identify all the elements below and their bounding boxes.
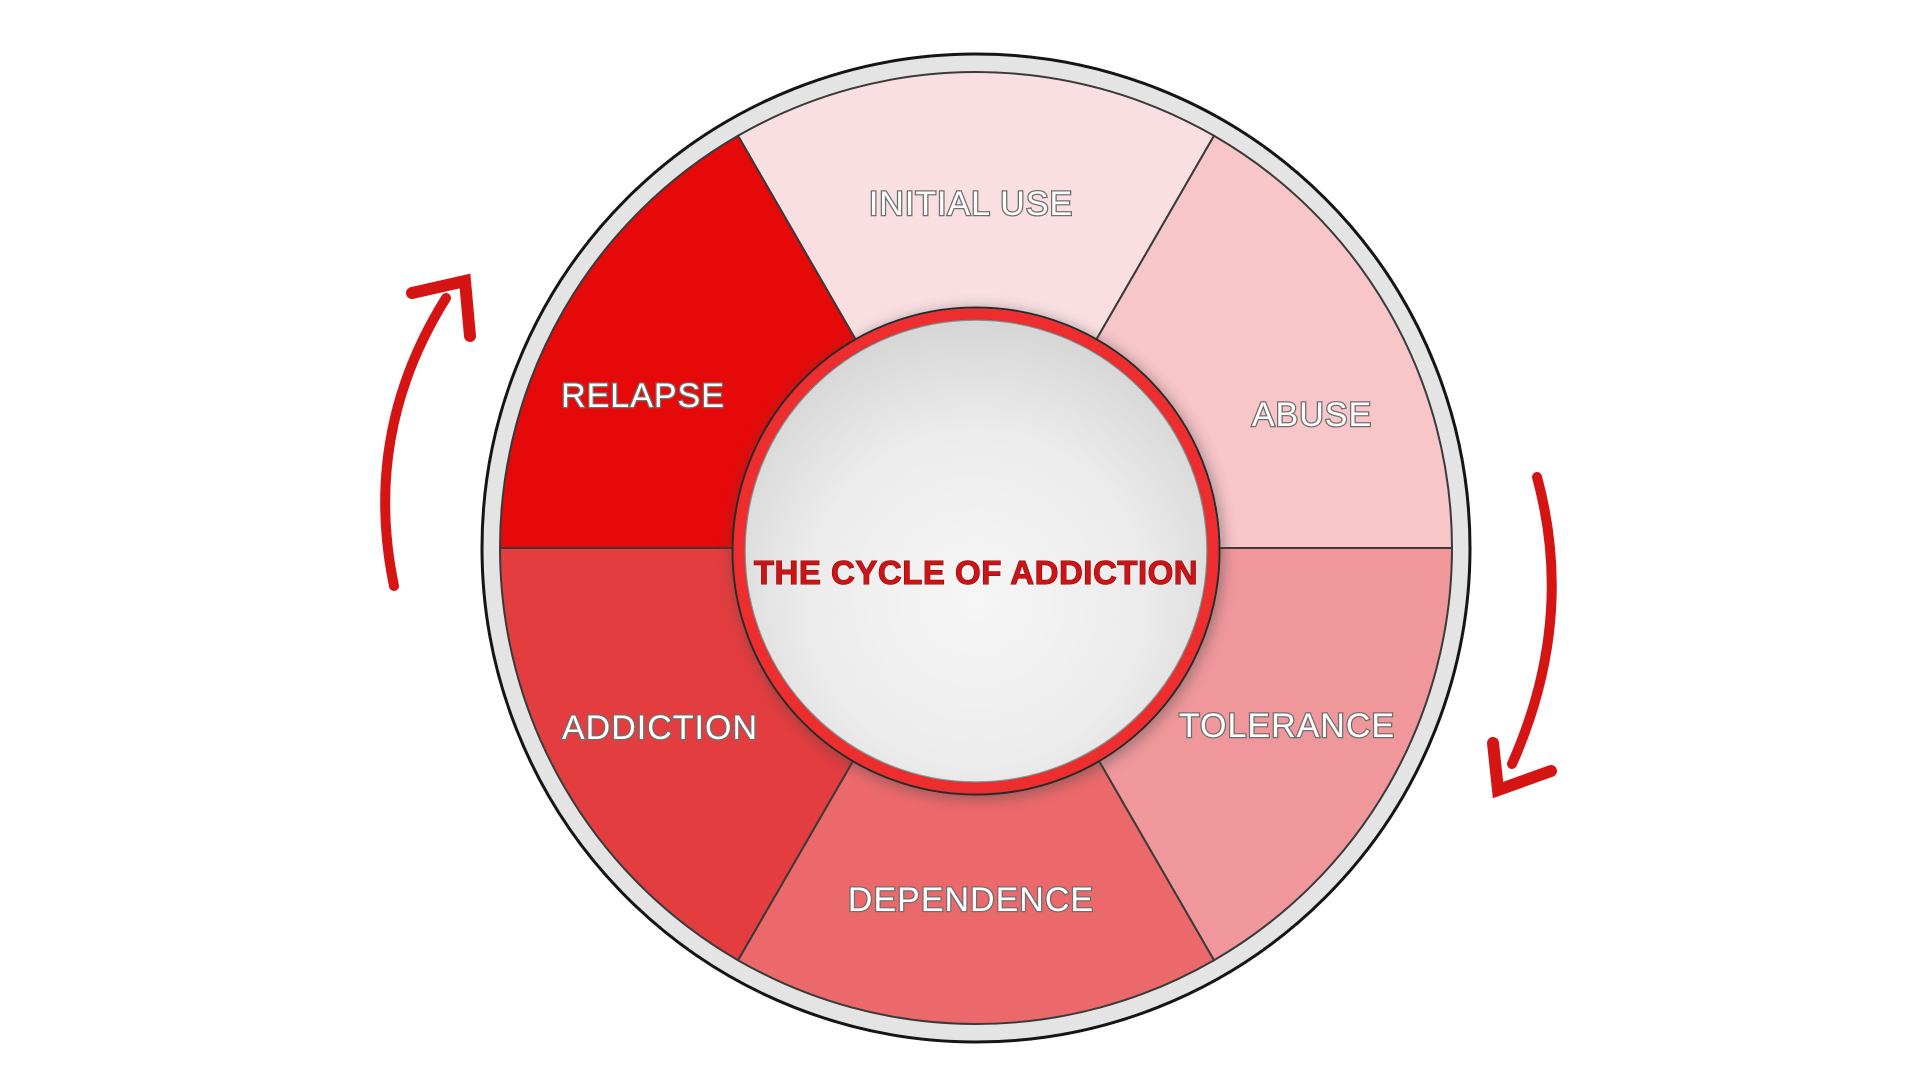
curved-arrow-up-shaft bbox=[380, 293, 451, 591]
segment-label-initial-use: INITIAL USE bbox=[869, 185, 1073, 223]
curved-arrow-up-icon bbox=[380, 273, 476, 591]
segment-label-addiction: ADDICTION bbox=[562, 709, 758, 747]
segment-labels: INITIAL USE ABUSE TOLERANCE DEPENDENCE A… bbox=[560, 184, 1396, 921]
center-ring-outline bbox=[731, 306, 1221, 796]
segment-label-relapse: RELAPSE bbox=[561, 377, 725, 415]
center-hub: THE CYCLE OF ADDICTION bbox=[731, 306, 1224, 800]
segment-label-dependence: DEPENDENCE bbox=[848, 881, 1094, 919]
center-ring-inner-line bbox=[744, 319, 1208, 783]
segment-label-tolerance: TOLERANCE bbox=[1179, 707, 1395, 745]
center-circle bbox=[733, 308, 1219, 794]
curved-arrow-down-icon bbox=[1487, 472, 1557, 799]
curved-arrow-down-shaft bbox=[1507, 472, 1557, 769]
curved-arrow-up-head bbox=[406, 273, 476, 342]
curved-arrow-down-head bbox=[1487, 737, 1557, 799]
diagram-title: THE CYCLE OF ADDICTION bbox=[754, 554, 1198, 591]
segment-label-abuse: ABUSE bbox=[1252, 396, 1372, 434]
